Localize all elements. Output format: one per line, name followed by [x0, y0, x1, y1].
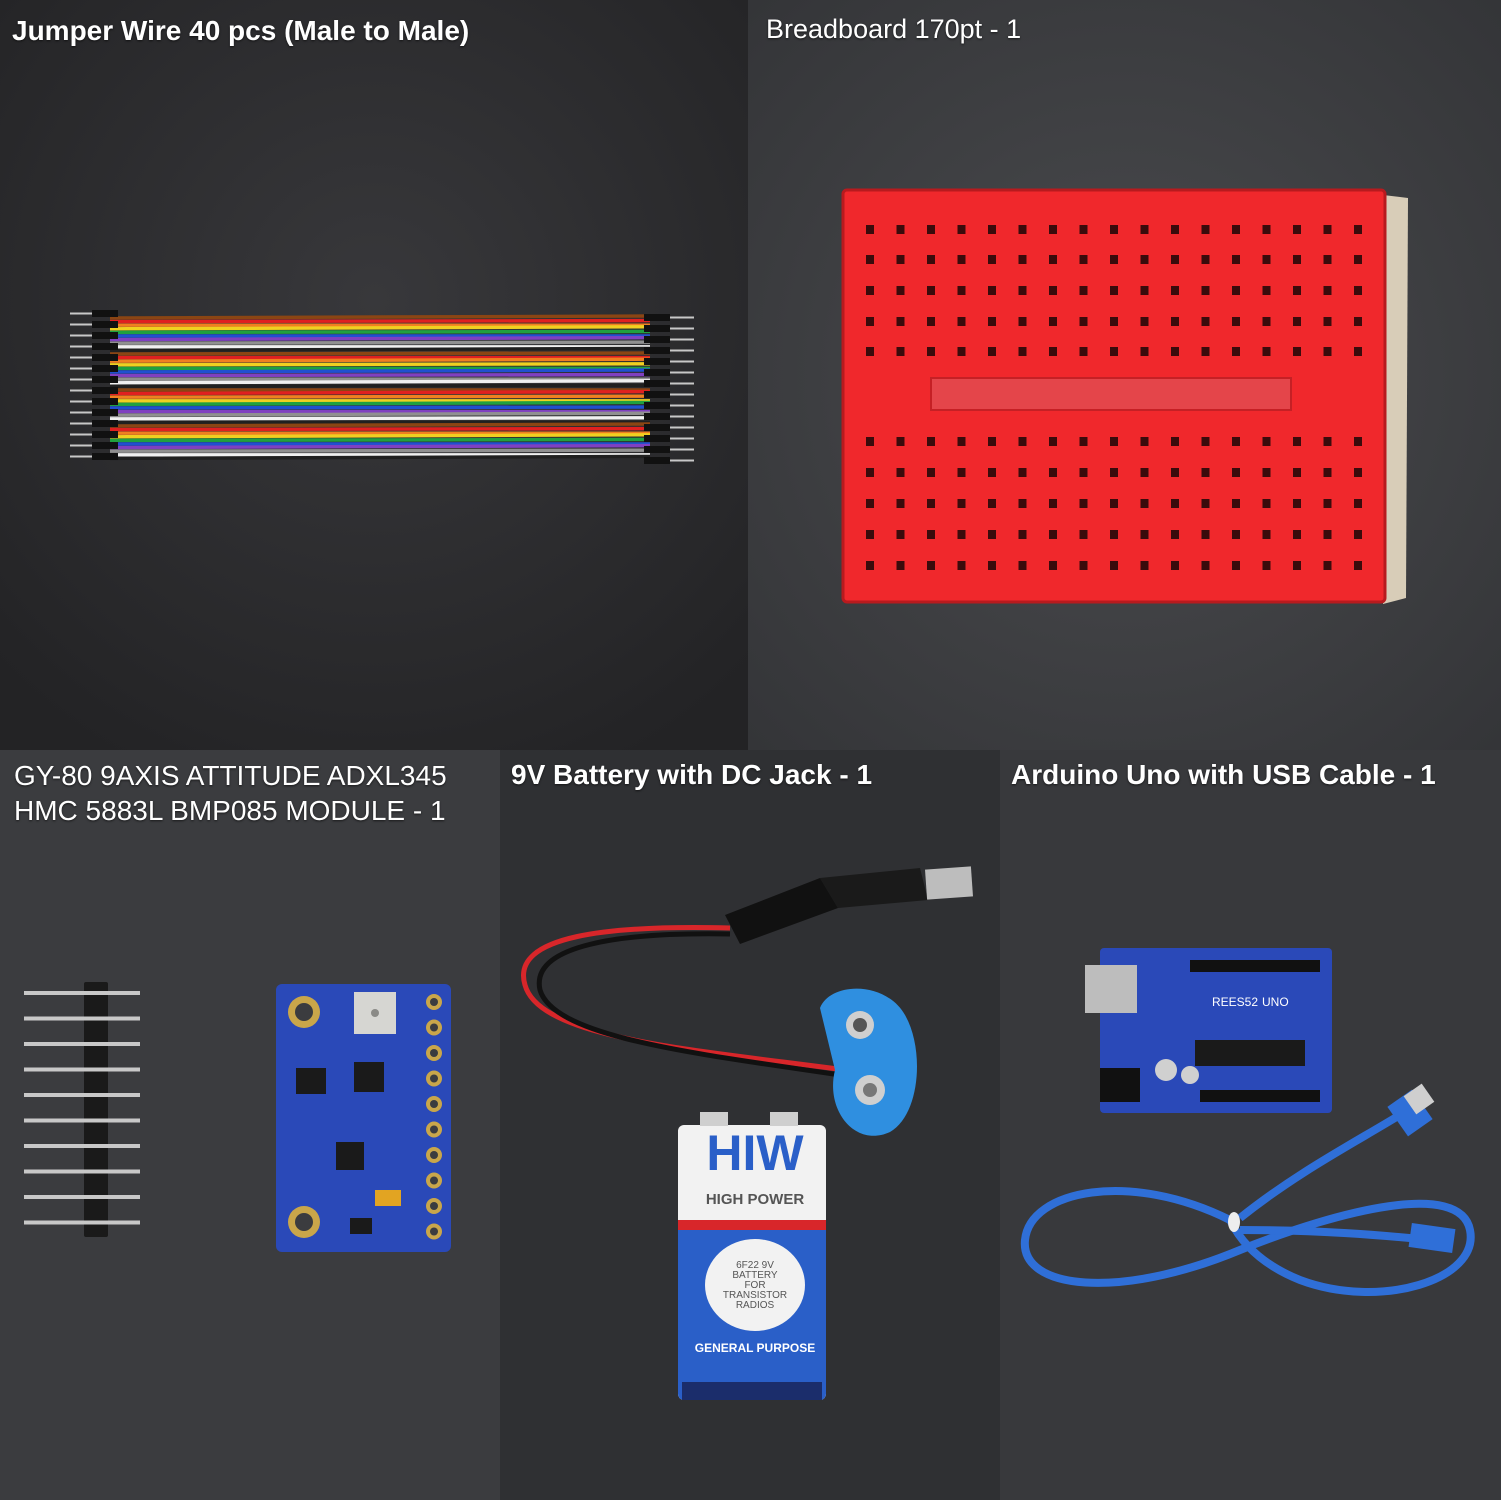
arduino-photo: REES52 UNO: [1000, 750, 1501, 1500]
gy80-photo: [0, 750, 500, 1500]
battery-tagline: HIGH POWER: [706, 1191, 805, 1208]
battery-purpose: GENERAL PURPOSE: [695, 1341, 815, 1355]
battery-spec-line: RADIOS: [736, 1300, 775, 1311]
battery-photo: HIW HIGH POWER 6F22 9VBATTERYFORTRANSIST…: [500, 750, 1000, 1500]
jumper-wire-title: Jumper Wire 40 pcs (Male to Male): [12, 15, 470, 46]
battery-spec-line: 6F22 9V: [736, 1260, 774, 1271]
arduino-board-model: UNO: [1262, 995, 1289, 1009]
battery-title: 9V Battery with DC Jack - 1: [511, 759, 873, 790]
arduino-title: Arduino Uno with USB Cable - 1: [1011, 759, 1436, 790]
gy80-panel: GY-80 9AXIS ATTITUDE ADXL345 HMC 5883L B…: [0, 750, 500, 1500]
arduino-board-label: REES52: [1212, 995, 1258, 1009]
jumper-wire-photo: [0, 0, 748, 750]
breadboard-title: Breadboard 170pt - 1: [766, 14, 1022, 44]
breadboard-photo: [748, 0, 1501, 750]
battery-spec-line: TRANSISTOR: [723, 1290, 787, 1301]
battery-spec-line: FOR: [744, 1280, 765, 1291]
battery-spec-line: BATTERY: [732, 1270, 778, 1281]
breadboard-panel: Breadboard 170pt - 1: [748, 0, 1501, 750]
jumper-wire-panel: Jumper Wire 40 pcs (Male to Male): [0, 0, 748, 750]
gy80-title: GY-80 9AXIS ATTITUDE ADXL345 HMC 5883L B…: [14, 760, 447, 826]
arduino-panel: REES52 UNO Arduino Uno with USB Cable - …: [1000, 750, 1501, 1500]
battery-brand: HIW: [706, 1125, 804, 1181]
